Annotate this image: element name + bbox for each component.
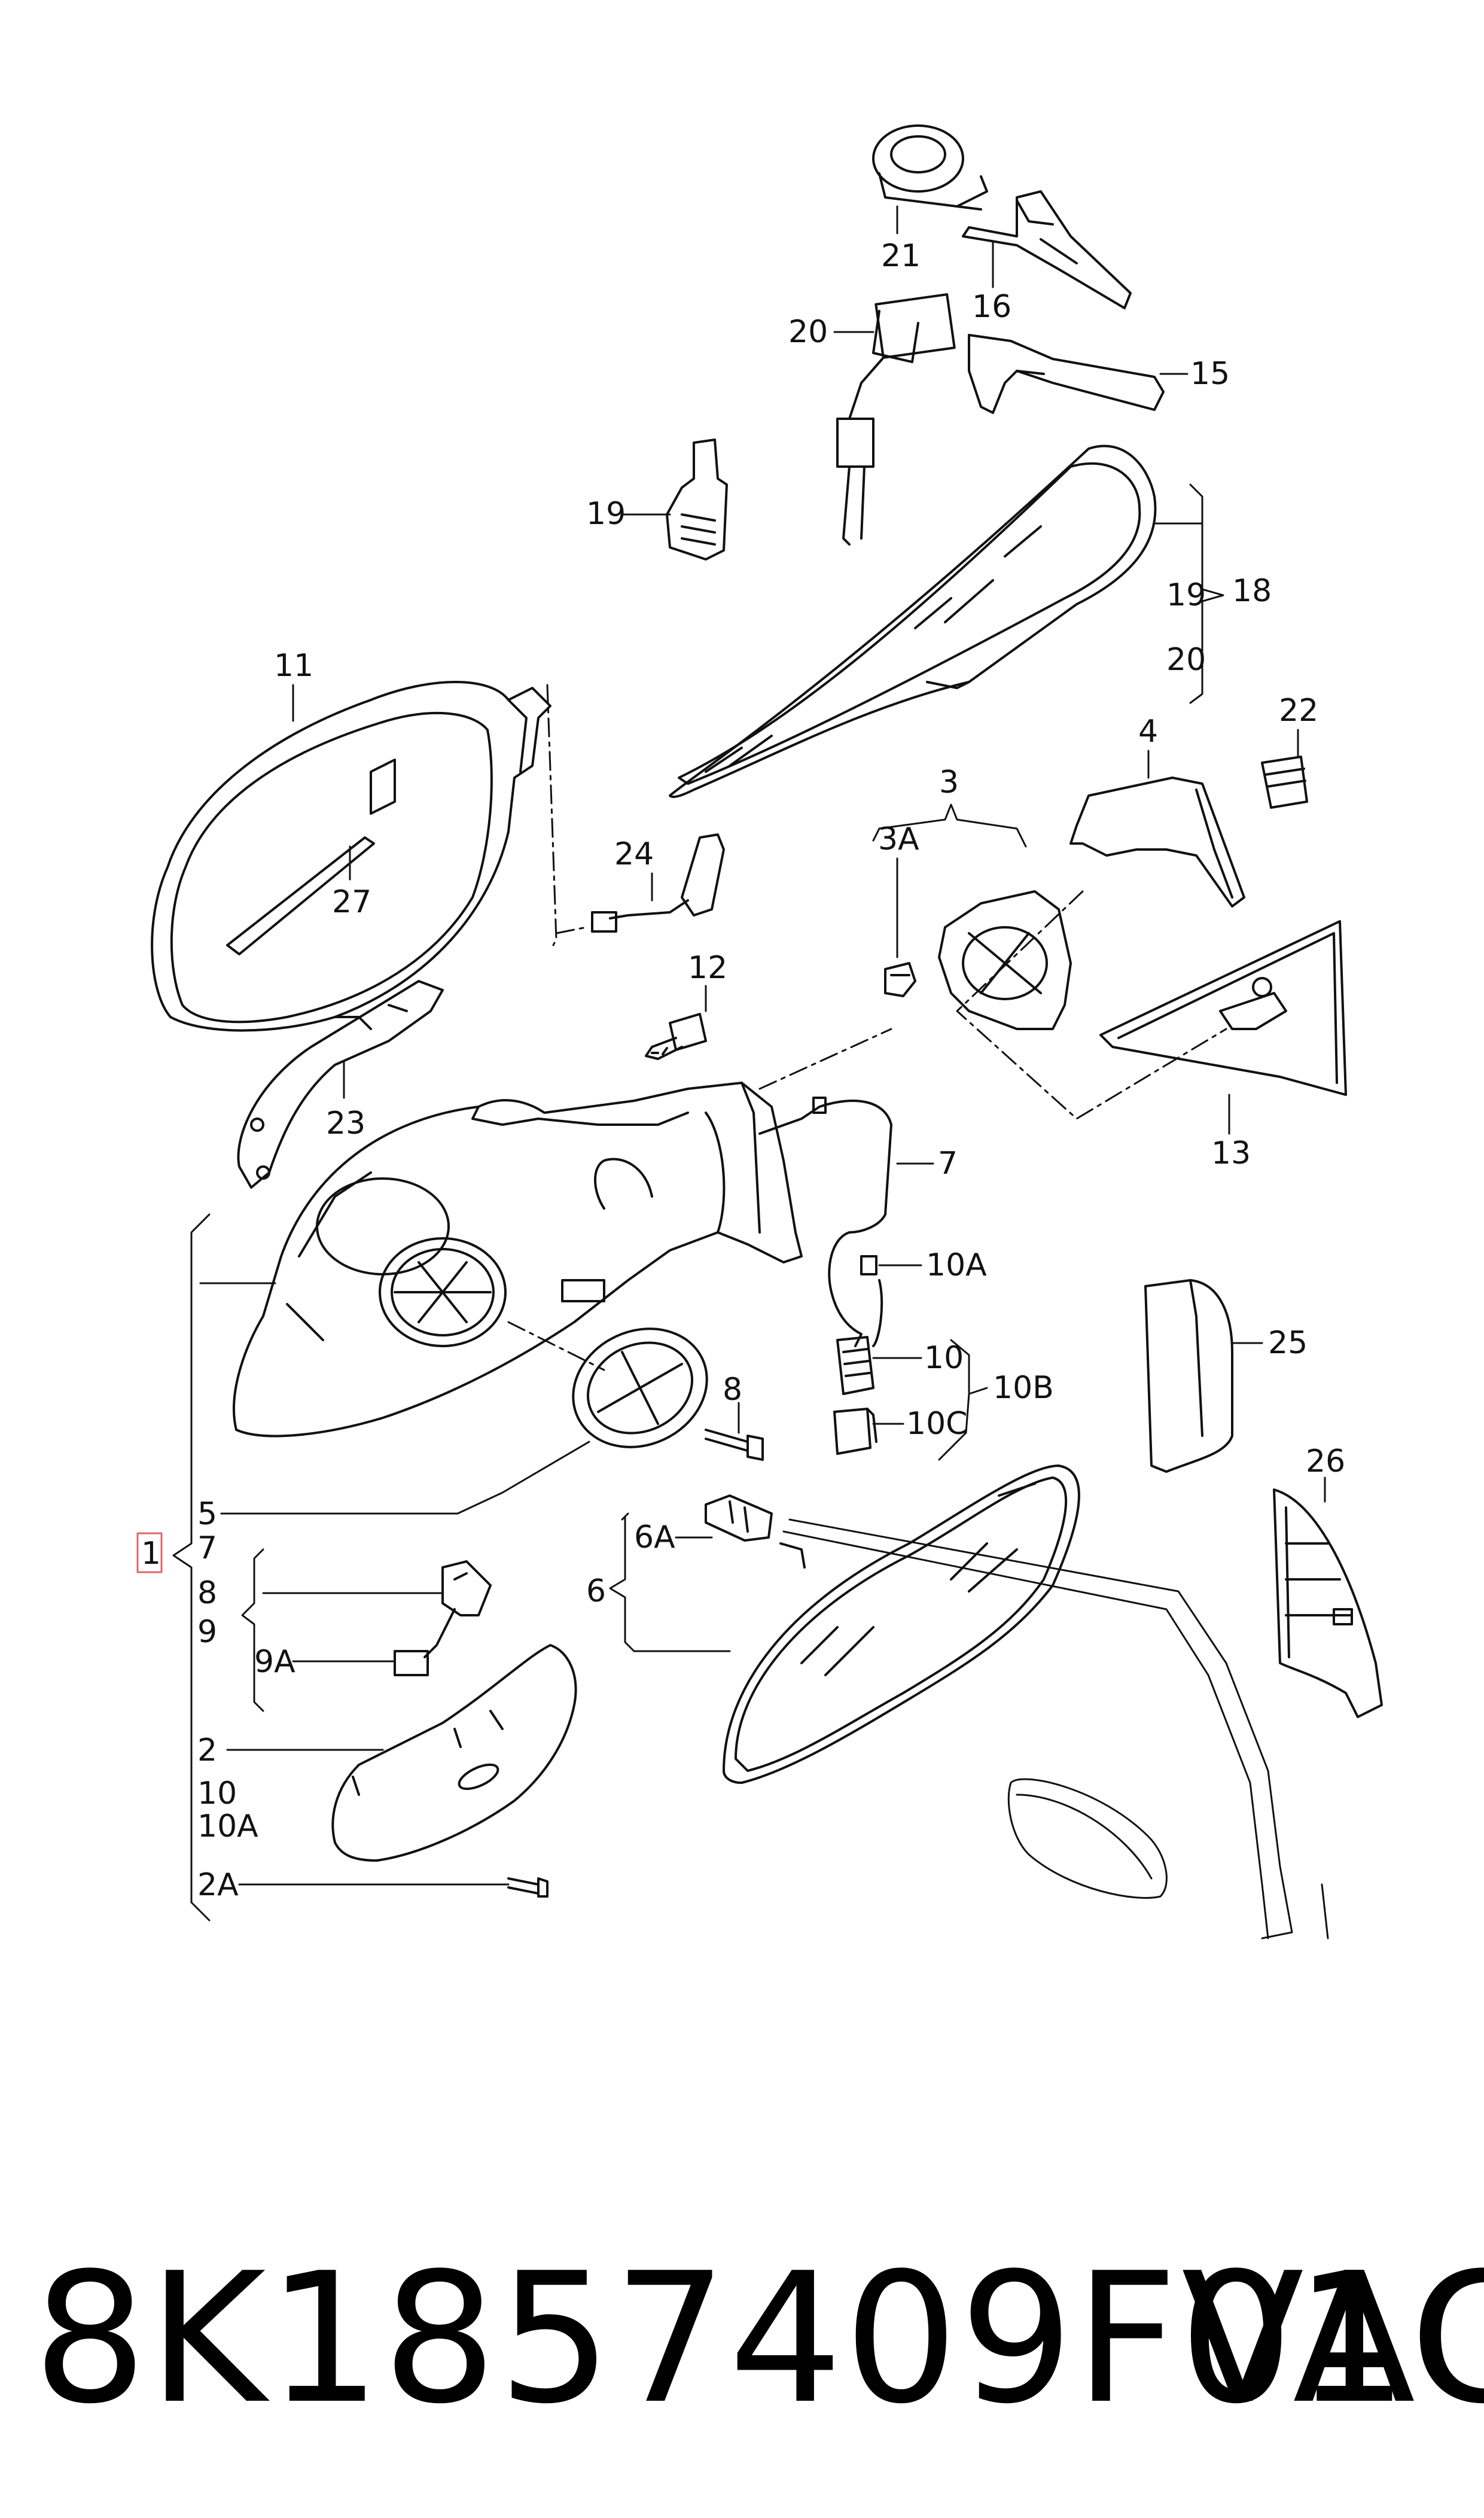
part-23-strip [237, 980, 444, 1189]
label-10: 10 [924, 1340, 964, 1376]
door-outline [782, 1518, 1329, 1940]
part-25-strip [1144, 1279, 1233, 1473]
label-19b: 19 [1166, 577, 1206, 613]
leader-5 [220, 1441, 590, 1515]
part-4-cover [1069, 777, 1245, 908]
part-21-sensor [872, 124, 988, 211]
label-9: 9 [197, 1614, 217, 1650]
part-10-connector [836, 1336, 874, 1395]
bracket-1 [172, 1213, 211, 1922]
part-2A-screw [507, 1877, 548, 1898]
label-10A: 10A [926, 1247, 987, 1283]
part-24-cable [591, 833, 725, 933]
dashline-11 [546, 684, 587, 946]
label-10b: 10 [197, 1776, 237, 1811]
part-5-adjuster [572, 1327, 708, 1448]
bracket-3 [872, 803, 1027, 848]
label-16: 16 [972, 289, 1011, 325]
diagram-canvas: 21 16 20 15 19 19 18 20 11 22 4 3 3A 24 … [136, 124, 1383, 1940]
label-22: 22 [1279, 693, 1318, 729]
part-19-clip [666, 439, 728, 561]
label-2: 2 [197, 1733, 217, 1768]
part-8-screw [705, 1429, 764, 1461]
brand-label: VAG [1181, 2234, 1484, 2443]
label-10B: 10B [993, 1370, 1054, 1406]
label-8b: 8 [197, 1575, 217, 1611]
label-3A: 3A [878, 821, 919, 857]
bracket-18-top [1189, 483, 1203, 525]
label-26: 26 [1306, 1444, 1345, 1479]
part-6A-clip [705, 1494, 773, 1542]
part-20-connector [836, 293, 956, 546]
rear-view-mirror [669, 444, 1157, 798]
mirror-base-assembly [233, 1082, 803, 1438]
part-13-trim [1099, 920, 1347, 1096]
part-7-harness [758, 1097, 892, 1347]
label-11: 11 [274, 648, 313, 684]
part-11-housing [151, 681, 551, 1032]
label-18: 18 [1232, 573, 1272, 609]
label-7b: 7 [197, 1530, 217, 1566]
part-3A-clip [884, 962, 916, 997]
label-12: 12 [688, 950, 727, 986]
label-21: 21 [881, 238, 921, 274]
label-20b: 20 [1166, 642, 1206, 678]
part-22-plug [1261, 756, 1308, 809]
label-10C: 10C [906, 1406, 967, 1442]
bracket-9 [241, 1548, 264, 1712]
part-12-screw [645, 1013, 707, 1060]
label-19a: 19 [586, 496, 626, 532]
label-9A: 9A [254, 1644, 295, 1680]
part-16-bracket [962, 190, 1132, 309]
callout-labels: 21 16 20 15 19 19 18 20 11 22 4 3 3A 24 … [141, 238, 1345, 1903]
part-26-panel [1273, 1488, 1383, 1718]
label-10Ab: 10A [197, 1808, 258, 1844]
label-15: 15 [1190, 356, 1230, 392]
label-5: 5 [197, 1496, 217, 1532]
label-1-box [136, 1532, 163, 1573]
part-3-mount [938, 890, 1072, 1030]
label-2A: 2A [197, 1867, 239, 1903]
dashline-3 [758, 1028, 892, 1090]
label-1: 1 [141, 1536, 161, 1572]
bracket-6 [609, 1512, 731, 1652]
part-number: 8K1857409F01C [33, 2234, 1484, 2443]
dashline-glass [507, 1321, 605, 1371]
label-13: 13 [1211, 1135, 1251, 1171]
label-23: 23 [326, 1106, 365, 1141]
part-10C-housing [833, 1408, 877, 1455]
bracket-10B [938, 1339, 988, 1461]
part-2-lower-cover [331, 1644, 577, 1862]
label-3: 3 [939, 765, 959, 800]
label-20: 20 [788, 314, 828, 350]
label-25: 25 [1268, 1325, 1308, 1361]
part-15-trim [968, 334, 1165, 414]
label-6A: 6A [634, 1520, 675, 1555]
part-6-mirror-glass [723, 1464, 1080, 1784]
label-27: 27 [332, 884, 371, 920]
label-8: 8 [723, 1372, 742, 1408]
label-6: 6 [586, 1573, 606, 1609]
part-9-cable [394, 1560, 492, 1676]
label-24: 24 [614, 836, 654, 872]
label-4: 4 [1138, 714, 1158, 750]
label-7: 7 [938, 1146, 958, 1182]
